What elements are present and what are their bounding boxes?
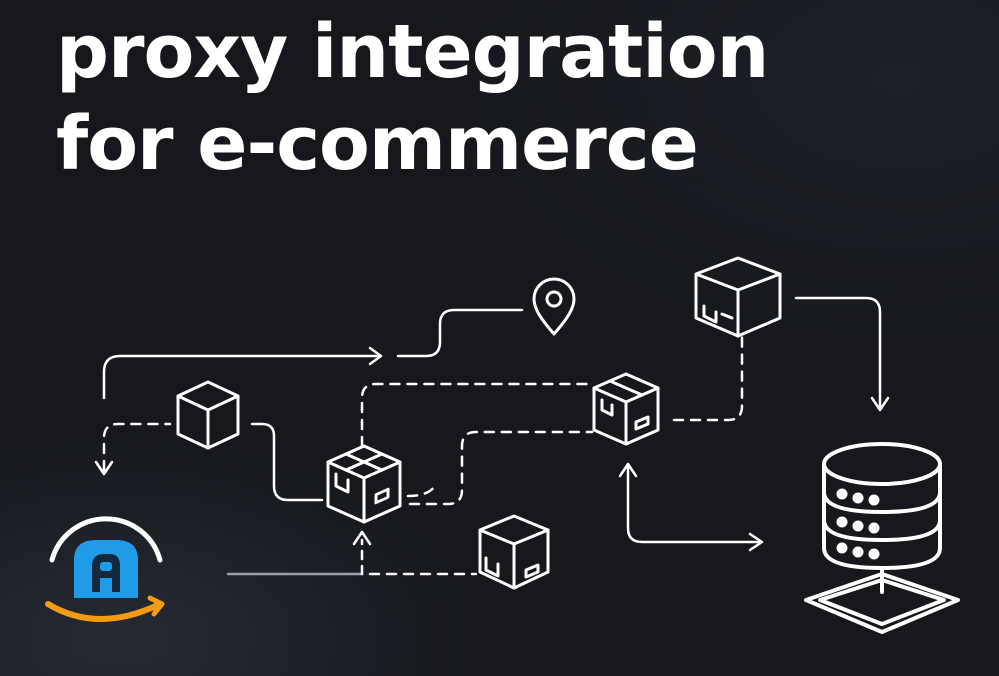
headline-line-1: proxy integration (56, 9, 769, 95)
connector-cube3-to-server-bidirectional (626, 464, 762, 544)
arrow-head-icon (748, 532, 764, 552)
connector-cube1-to-central (250, 422, 324, 502)
arrow-head-icon (352, 530, 372, 546)
map-pin-icon (532, 277, 576, 336)
package-box-icon (478, 514, 550, 590)
arrow-head-icon (94, 460, 114, 476)
database-server-icon (804, 442, 960, 634)
headline-line-2: for e-commerce (56, 101, 699, 187)
connector-central-lower-path (408, 430, 594, 506)
connectors (94, 296, 890, 576)
connector-cube4-to-server (794, 296, 882, 410)
connector-central-to-cube3 (360, 382, 592, 448)
package-box-icon (694, 256, 782, 338)
amazon-logo-icon (45, 516, 165, 622)
connector-to-map-pin (396, 308, 524, 358)
arrow-head-icon (618, 462, 638, 478)
arrow-head-icon (368, 346, 383, 366)
connector-central-to-cube3-lower (406, 482, 438, 498)
connector-logo-to-top-arrow (102, 354, 382, 400)
package-box-icon (176, 380, 240, 450)
connector-cube3-to-cube4 (672, 328, 744, 422)
connector-logo-to-cube1 (102, 422, 172, 472)
headline: proxy integration for e-commerce (56, 6, 769, 190)
package-box-icon (592, 372, 660, 446)
package-box-icon (326, 444, 402, 524)
arrow-head-icon (870, 396, 890, 412)
